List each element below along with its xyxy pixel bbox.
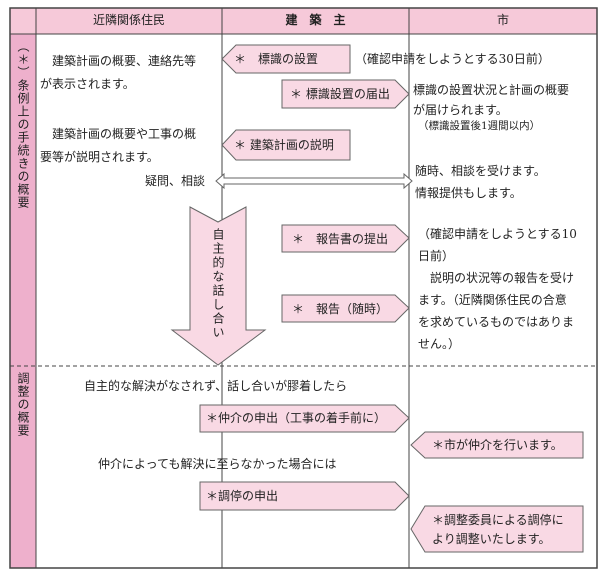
sign-install-arrow — [221, 44, 351, 74]
header-city: 市 — [496, 13, 509, 27]
sign-report-arrow — [281, 79, 410, 109]
discussion-down-arrow — [170, 206, 267, 366]
committee-conciliation-label: ＊調整委員による調停により調整いたします。 — [432, 513, 564, 546]
deadlock-text: 自主的な解決がなされず、話し合いが膠着したら — [84, 379, 348, 393]
header-row-bg — [10, 8, 597, 34]
adjustment-section-label: 調整の概要 — [16, 372, 30, 437]
question-double-arrow — [215, 172, 413, 190]
procedure-section-label: （＊）条例上の手続きの概要 — [16, 40, 30, 209]
side-label-column — [10, 34, 36, 568]
mediation-request-label: ＊仲介の申出（工事の着手前に） — [206, 411, 387, 425]
conciliation-request-label: ＊調停の申出 — [206, 489, 279, 503]
table-border — [9, 7, 598, 569]
header-builder: 建 築 主 — [285, 13, 346, 27]
sign-install-label: ＊ 標識の設置 — [234, 52, 319, 66]
city-note-1: （標識設置後1週間以内） — [418, 120, 541, 132]
report-anytime-arrow — [281, 294, 410, 323]
sign-report-label: ＊ 標識設置の届出 — [290, 87, 390, 101]
report-submission-arrow — [281, 224, 410, 253]
residents-text-1: 建築計画の概要、連絡先等が表示されます。 — [40, 54, 197, 91]
city-text-2: 随時、相談を受けます。情報提供もします。 — [415, 164, 546, 200]
committee-conciliation-arrow — [410, 505, 584, 553]
residents-text-2: 建築計画の概要や工事の概要等が説明されます。 — [40, 127, 197, 164]
city-text-1: 標識の設置状況と計画の概要が届けられます。 — [413, 83, 570, 117]
plan-explanation-label: ＊ 建築計画の説明 — [234, 138, 334, 152]
report-submission-label: ＊ 報告書の提出 — [292, 232, 389, 246]
unresolved-text: 仲介によっても解決に至らなかった場合には — [98, 457, 337, 471]
report-anytime-label: ＊ 報告（随時） — [292, 302, 389, 316]
header-residents: 近隣関係住民 — [92, 13, 165, 27]
sign-install-note: （確認申請をしようとする30日前） — [355, 52, 550, 66]
city-mediation-arrow — [410, 431, 584, 459]
city-mediation-label: ＊市が仲介を行います。 — [432, 438, 563, 452]
conciliation-request-arrow — [199, 481, 410, 511]
question-label: 疑問、相談 — [145, 174, 206, 188]
mediation-request-arrow — [199, 404, 410, 433]
discussion-label: 自主的な話し合い — [211, 228, 225, 340]
plan-explanation-arrow — [221, 129, 351, 161]
